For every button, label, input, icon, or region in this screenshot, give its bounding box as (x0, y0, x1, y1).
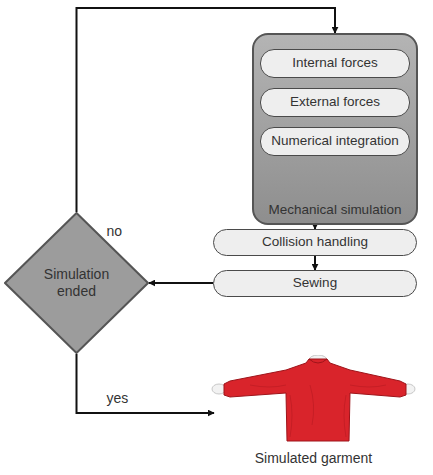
node-label: Collision handling (262, 234, 368, 250)
mechanical-simulation-group: Mechanical simulation Internal forcesExte… (252, 33, 418, 225)
garment-illustration (210, 355, 417, 445)
process-box: Sewing (213, 270, 417, 297)
process-box: Internal forces (260, 49, 410, 78)
node-label: Simulation ended (35, 266, 119, 300)
edge-label: yes (105, 391, 131, 406)
node-label: External forces (290, 94, 380, 110)
process-box: External forces (260, 88, 410, 117)
process-box: Numerical integration (260, 127, 410, 156)
shirt-folds (250, 385, 386, 437)
flow-arrow (149, 282, 213, 284)
result-figure: Simulated garment (210, 355, 417, 471)
flow-arrow (314, 256, 316, 270)
node-label: Mechanical simulation (254, 202, 416, 218)
node-label: Internal forces (292, 55, 378, 71)
shirt-collar (309, 359, 327, 363)
flow-arrow (77, 354, 215, 413)
decision-diamond: Simulation ended (4, 212, 149, 354)
process-box: Collision handling (213, 229, 417, 256)
figure-caption: Simulated garment (210, 450, 417, 467)
diamond-shape (5, 213, 148, 353)
edge-label: no (105, 224, 125, 239)
shirt-body (224, 359, 406, 441)
node-label: Sewing (293, 275, 337, 291)
node-label: Numerical integration (271, 133, 399, 149)
